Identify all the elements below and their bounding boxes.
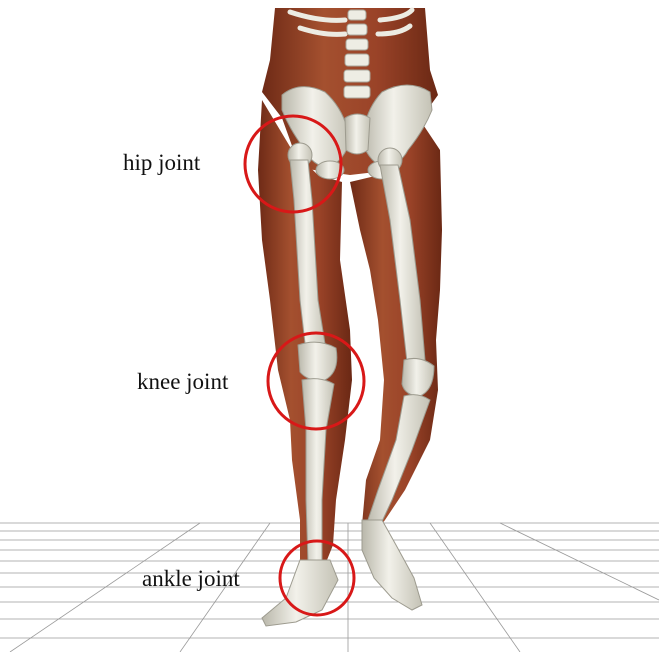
hip-joint-label: hip joint [123, 150, 200, 176]
right-foot [362, 520, 422, 610]
ankle-joint-label: ankle joint [142, 566, 240, 592]
left-foot [262, 560, 338, 626]
knee-joint-label: knee joint [137, 369, 228, 395]
